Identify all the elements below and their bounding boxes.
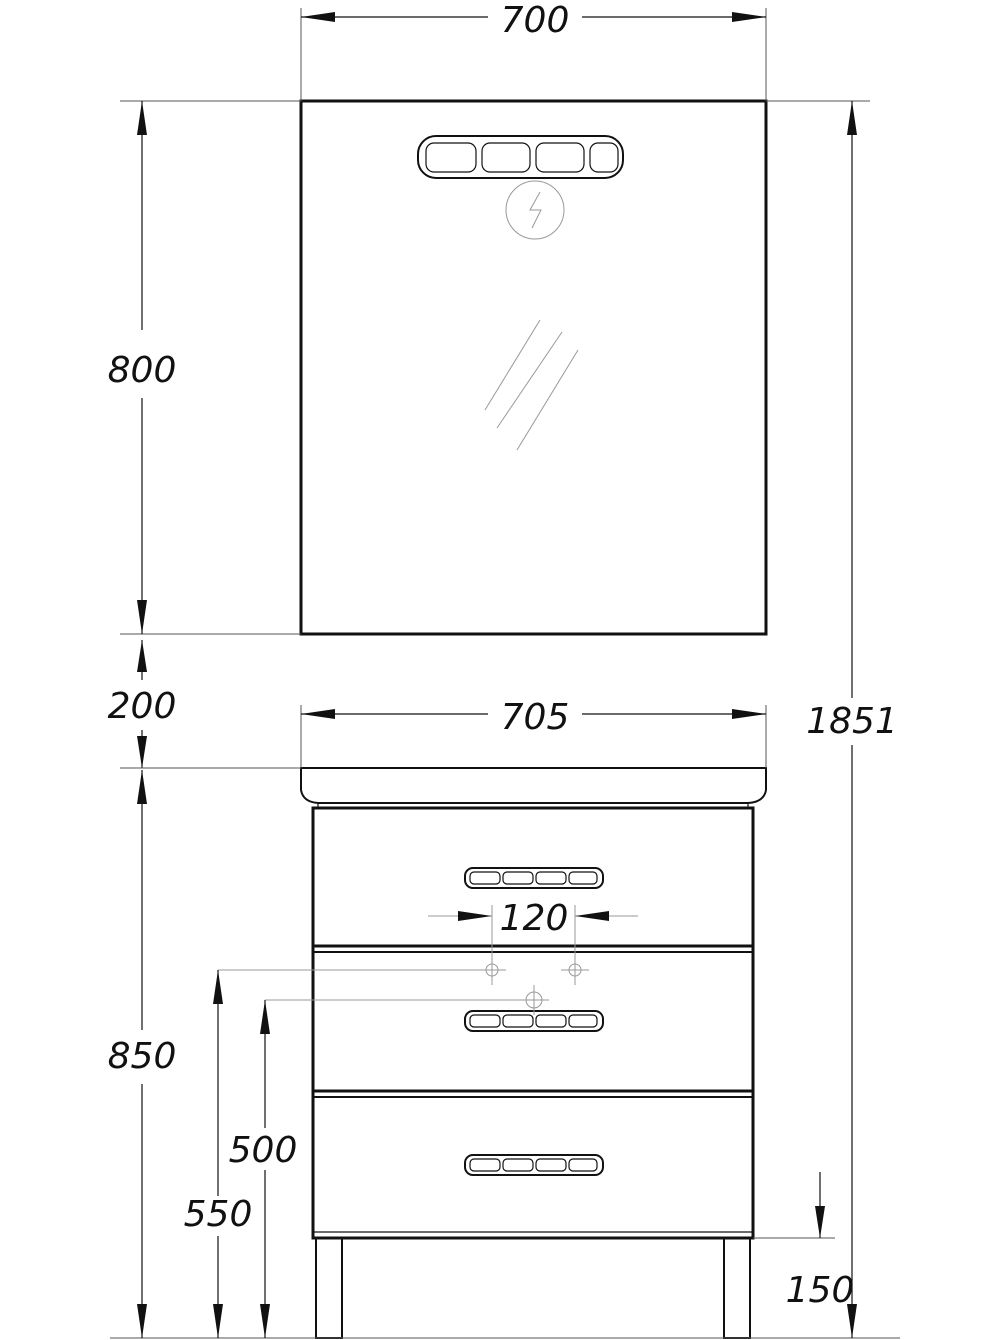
left-leg [315,1237,343,1339]
dim-leg-height: 150 [753,1172,854,1311]
dim-cabinet-height: 850 [108,770,177,1338]
dim-label-supply-height: 550 [184,1194,253,1235]
vanity-cabinet [300,767,767,1339]
lamp-icon [417,135,624,179]
cabinet-body [311,806,755,1240]
right-leg [723,1237,751,1339]
mirror-frame [299,99,768,636]
dim-label-total-height: 1851 [806,701,898,742]
dim-total-height: 1851 [766,100,898,1338]
dim-label-gap: 200 [108,686,177,727]
socket-icon [505,180,565,240]
handle-icon [464,867,604,889]
washbasin-top [300,767,767,804]
dim-gap: 200 [108,640,301,769]
dim-label-cabinet-width: 705 [501,697,570,738]
pipe-marker-icon [561,963,589,977]
dim-cabinet-width: 705 [300,697,767,768]
dim-label-leg-height: 150 [786,1270,855,1311]
mirror-cabinet [299,99,768,636]
dim-mirror-width: 700 [300,0,767,101]
handle-icon [464,1154,604,1176]
dim-supply-height: 550 [184,969,492,1338]
mirror-glare [484,319,579,451]
dim-label-pipe-spacing: 120 [500,898,569,939]
dim-mirror-height: 800 [108,100,301,635]
dim-drain-height: 500 [229,999,534,1338]
dim-label-cabinet-height: 850 [108,1036,177,1077]
dim-label-mirror-height: 800 [108,350,177,391]
dim-pipe-spacing: 120 [428,898,638,985]
dim-label-mirror-width: 700 [501,0,570,41]
dim-label-drain-height: 500 [229,1130,298,1171]
